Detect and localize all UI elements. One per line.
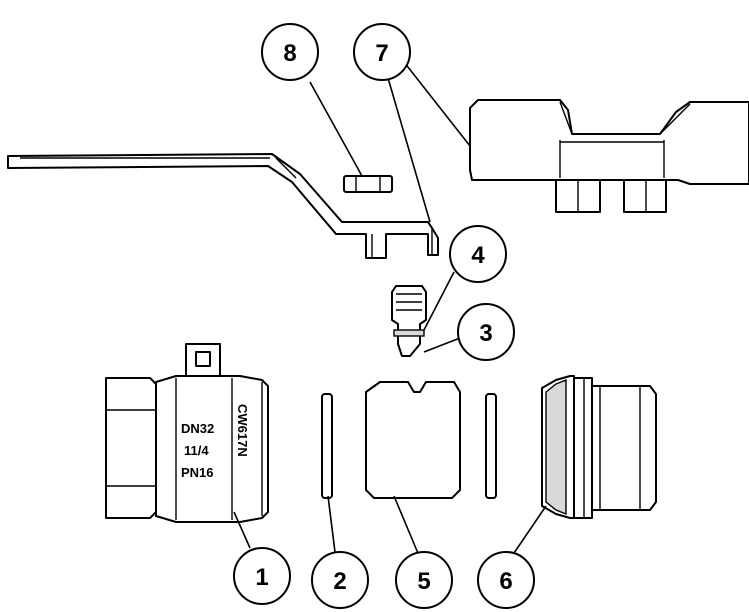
valve-marking-pn: PN16 [181, 465, 214, 480]
callout-6-label: 6 [499, 568, 512, 595]
threaded-connector [541, 375, 657, 519]
callout-6: 6 [477, 551, 535, 609]
callout-8: 8 [261, 23, 319, 81]
leader-7a [387, 77, 431, 223]
handle-lever [7, 153, 439, 259]
callout-7: 7 [353, 23, 411, 81]
leader-5 [393, 495, 421, 559]
callout-2-label: 2 [333, 568, 346, 595]
callout-3: 3 [457, 303, 515, 361]
leader-6 [511, 505, 547, 557]
seat-ring-right [485, 393, 497, 499]
leader-1 [233, 511, 251, 549]
seat-ring-left [321, 393, 333, 499]
ball [365, 381, 461, 499]
callout-5-label: 5 [417, 568, 430, 595]
callout-5: 5 [395, 551, 453, 609]
callout-3-label: 3 [479, 320, 492, 347]
valve-marking-dn: DN32 [181, 421, 214, 436]
leader-8 [309, 81, 363, 177]
callout-7-label: 7 [375, 40, 388, 67]
leader-4 [423, 271, 455, 331]
callout-1-label: 1 [255, 564, 268, 591]
valve-stem [391, 285, 427, 357]
valve-marking-size: 11/4 [184, 443, 209, 458]
callout-2: 2 [311, 551, 369, 609]
valve-marking-material: CW617N [235, 404, 250, 457]
callout-1: 1 [233, 547, 291, 605]
nut [343, 175, 393, 193]
stem-o-ring [393, 329, 425, 337]
callout-4: 4 [449, 225, 507, 283]
valve-body: DN32 11/4 PN16 CW617N [105, 343, 269, 523]
callout-8-label: 8 [283, 40, 296, 67]
handle-cover [469, 99, 749, 213]
leader-7b [403, 61, 471, 147]
leader-2 [327, 495, 337, 561]
callout-4-label: 4 [471, 242, 485, 269]
leader-lines [233, 61, 547, 561]
leader-3 [423, 337, 461, 353]
